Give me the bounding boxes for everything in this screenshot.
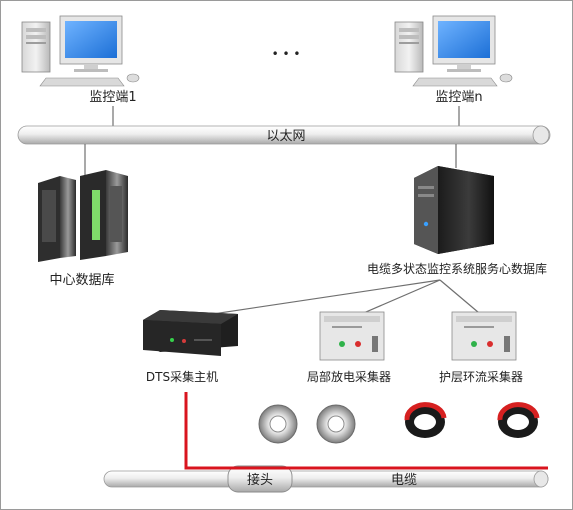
- power-cable: [103, 470, 549, 488]
- sheath-current-label: 护层环流采集器: [439, 369, 523, 384]
- database-label: 中心数据库: [49, 272, 114, 288]
- server-label: 电缆多状态监控系统服务心数据库: [367, 261, 547, 276]
- server-icon: [414, 166, 494, 254]
- ethernet-bus: [17, 125, 551, 145]
- clamp-sensor-icon: [497, 402, 540, 438]
- monitor-1-computer-icon: [21, 15, 140, 87]
- current-transformer-ring-icon: [258, 404, 298, 444]
- dts-host-icon: [143, 310, 238, 356]
- dts-host-label: DTS采集主机: [146, 369, 218, 384]
- partial-discharge-label: 局部放电采集器: [307, 369, 391, 384]
- cable-joint: [227, 465, 293, 493]
- monitor-1-label: 监控端1: [89, 90, 136, 105]
- joint-label: 接头: [247, 472, 273, 488]
- ethernet-label: 以太网: [266, 129, 305, 144]
- link-server-dts: [185, 279, 441, 319]
- monitor-n-computer-icon: [394, 15, 513, 87]
- cable-label: 电缆: [391, 472, 417, 488]
- optical-fiber-line: [184, 392, 548, 470]
- sheath-current-collector-icon: [451, 311, 517, 361]
- clamp-sensor-icon: [404, 402, 447, 438]
- central-database-icon: [38, 170, 128, 262]
- current-transformer-ring-icon: [316, 404, 356, 444]
- ellipsis-dots: • • •: [272, 47, 301, 61]
- partial-discharge-collector-icon: [319, 311, 385, 361]
- monitor-n-label: 监控端n: [435, 90, 482, 105]
